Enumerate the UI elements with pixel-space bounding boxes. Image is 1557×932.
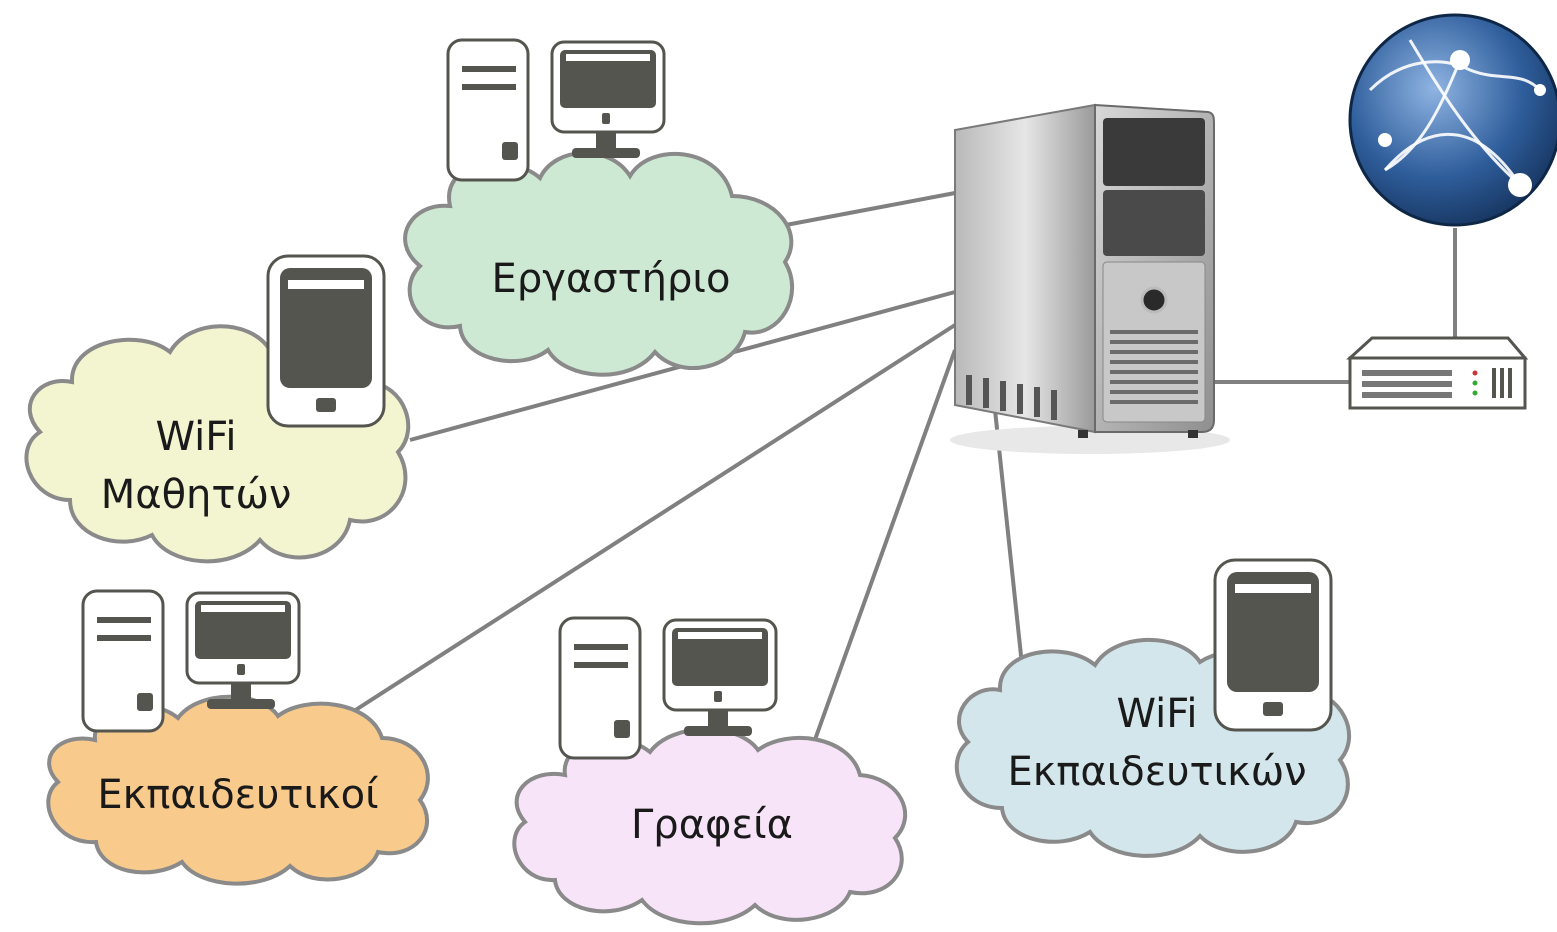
- wifi-students-label-line2: Μαθητών: [101, 472, 292, 518]
- server-tower-icon: [950, 103, 1230, 454]
- link-wifi-teachers: [993, 409, 1024, 666]
- wifi-teachers-label-line2: Εκπαιδευτικών: [1007, 749, 1306, 795]
- wifi-students-label-line1: WiFi: [156, 414, 237, 460]
- segment-lab: Εργαστήριο: [403, 151, 795, 377]
- link-teachers: [338, 323, 957, 722]
- connection-lines: [338, 191, 1457, 749]
- link-offices: [810, 349, 957, 749]
- router-icon: [1346, 336, 1529, 410]
- wifi-teachers-mobile-device-icon: [1213, 558, 1333, 732]
- globe-icon: [1348, 13, 1557, 227]
- wifi-teachers-label-line1: WiFi: [1117, 691, 1198, 737]
- link-lab: [769, 191, 956, 230]
- segment-offices: Γραφεία: [512, 727, 908, 926]
- offices-label: Γραφεία: [631, 802, 793, 848]
- wifi-students-mobile-device-icon: [266, 254, 386, 428]
- lab-label: Εργαστήριο: [492, 256, 731, 302]
- segment-teachers: Εκπαιδευτικοί: [46, 694, 430, 886]
- teachers-label: Εκπαιδευτικοί: [97, 772, 378, 818]
